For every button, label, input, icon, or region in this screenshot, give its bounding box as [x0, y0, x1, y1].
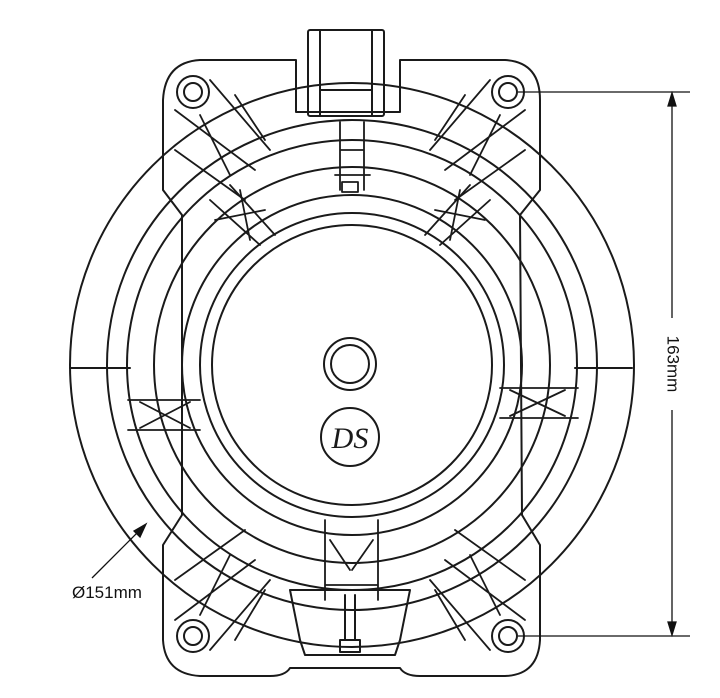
- dust-cap-outer: [323, 337, 377, 391]
- height-arrow-top: [667, 90, 677, 107]
- diameter-arrow: [132, 522, 148, 539]
- corner-lattice: [174, 79, 526, 651]
- height-arrow-bottom: [667, 621, 677, 638]
- basket-ring-3: [153, 166, 551, 564]
- diameter-leader-line: [91, 526, 144, 579]
- speaker-outline: [69, 29, 635, 677]
- dust-cap-inner: [330, 344, 370, 384]
- basket-spokes: [127, 121, 579, 601]
- bottom-clip-tab: [339, 639, 361, 653]
- bottom-clip: [289, 589, 411, 656]
- diameter-dimension-label: Ø151mm: [72, 583, 142, 602]
- outer-rim-circle: [69, 82, 635, 648]
- ds-logo-text: DS: [331, 422, 369, 455]
- connector-housing: [307, 29, 385, 117]
- basket-ring-2: [126, 139, 578, 591]
- height-dimension-label: 163mm: [664, 336, 683, 393]
- ds-logo: DS: [320, 407, 380, 467]
- height-dimension: [518, 90, 690, 638]
- basket-ring-4: [181, 194, 523, 536]
- magnet-ring-outer: [199, 212, 505, 518]
- basket-outer-ring: [106, 119, 598, 611]
- mounting-holes: [176, 75, 525, 653]
- magnet-ring-inner: [211, 224, 493, 506]
- diameter-dimension: [91, 522, 148, 579]
- mounting-frame: [162, 59, 541, 677]
